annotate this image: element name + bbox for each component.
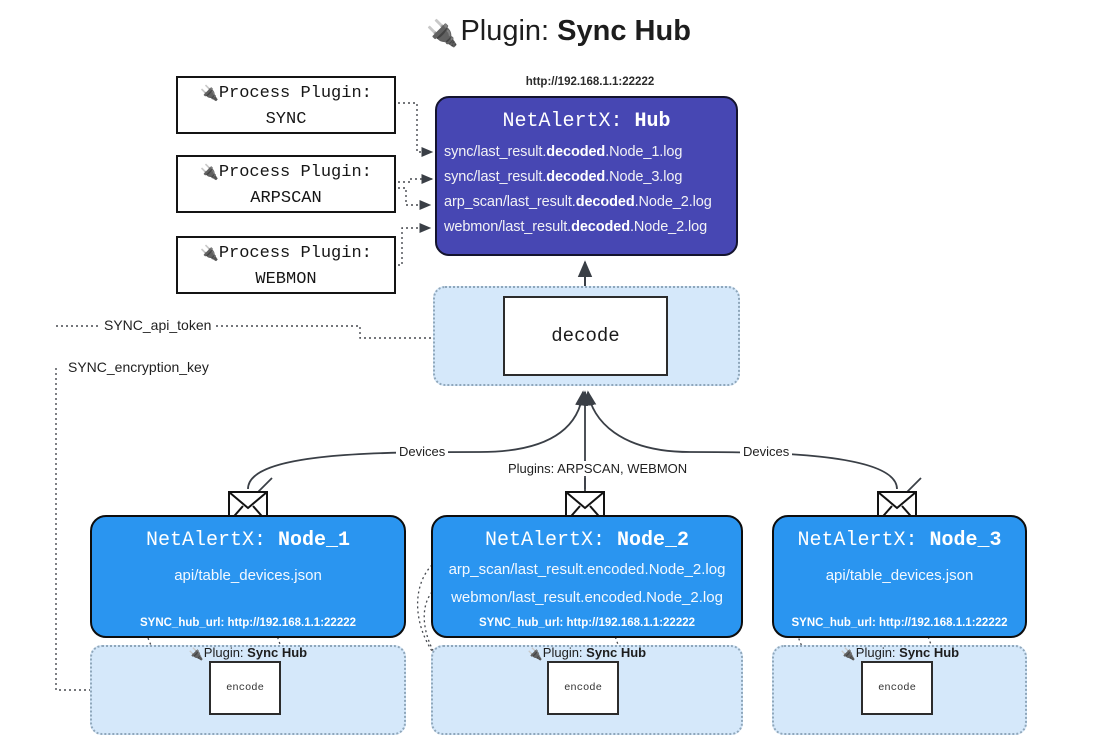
encode-box-node-1[interactable]: encode: [209, 661, 281, 715]
node-file-line: api/table_devices.json: [174, 567, 322, 584]
node-hub-url: SYNC_hub_url: http://192.168.1.1:22222: [139, 617, 357, 629]
hub-file-line: arp_scan/last_result.decoded.Node_2.log: [444, 194, 712, 210]
process-plugin-label: 🔌Process Plugin:: [200, 84, 372, 103]
hub-title: NetAlertX: Hub: [437, 108, 736, 136]
edge-label-plugins-center: Plugins: ARPSCAN, WEBMON: [505, 461, 691, 476]
plug-icon: 🔌: [188, 647, 204, 661]
page-title-label: Plugin:: [460, 15, 550, 47]
encode-plugin-label-node-2: 🔌Plugin: Sync Hub: [527, 645, 647, 661]
hub-box[interactable]: NetAlertX: Hub sync/last_result.decoded.…: [435, 96, 738, 256]
plug-icon: 🔌: [200, 86, 219, 103]
edge-label-devices-right: Devices: [740, 444, 793, 459]
node-file-line: arp_scan/last_result.encoded.Node_2.log: [448, 561, 726, 578]
hub-file-line: webmon/last_result.decoded.Node_2.log: [444, 219, 708, 235]
node-title: NetAlertX: Node_1: [92, 528, 404, 554]
process-plugin-name: WEBMON: [255, 270, 317, 289]
encode-box-node-3[interactable]: encode: [861, 661, 933, 715]
plug-icon: 🔌: [200, 246, 219, 263]
node-file-list: api/table_devices.json: [774, 562, 1025, 590]
node-file-list: arp_scan/last_result.encoded.Node_2.log …: [433, 556, 741, 612]
sync-api-token-label: SYNC_api_token: [100, 317, 216, 333]
node-file-line: webmon/last_result.encoded.Node_2.log: [451, 589, 723, 606]
page-title: 🔌Plugin: Sync Hub: [0, 14, 1117, 50]
hub-title-prefix: NetAlertX:: [502, 110, 623, 133]
node-box-node-3[interactable]: NetAlertX: Node_3 api/table_devices.json…: [772, 515, 1027, 638]
node-title: NetAlertX: Node_2: [433, 528, 741, 554]
plug-icon: 🔌: [527, 647, 543, 661]
node-box-node-2[interactable]: NetAlertX: Node_2 arp_scan/last_result.e…: [431, 515, 743, 638]
node-title-prefix: NetAlertX:: [484, 529, 605, 552]
process-plugin-label: 🔌Process Plugin:: [200, 244, 372, 263]
hub-file-list: sync/last_result.decoded.Node_1.log sync…: [437, 140, 736, 240]
node-file-list: api/table_devices.json: [92, 562, 404, 590]
process-plugin-name: SYNC: [265, 110, 307, 129]
node-title: NetAlertX: Node_3: [774, 528, 1025, 554]
process-plugin-label: 🔌Process Plugin:: [200, 163, 372, 182]
plug-icon: 🔌: [840, 647, 856, 661]
plug-icon: 🔌: [200, 165, 219, 182]
node-title-name: Node_2: [617, 529, 690, 552]
node-title-name: Node_3: [929, 529, 1002, 552]
process-plugin-box-sync[interactable]: 🔌Process Plugin: SYNC: [176, 76, 396, 134]
process-plugin-box-arpscan[interactable]: 🔌Process Plugin: ARPSCAN: [176, 155, 396, 213]
hub-file-line: sync/last_result.decoded.Node_3.log: [444, 169, 683, 185]
hub-title-name: Hub: [634, 110, 671, 133]
sync-encryption-key-label: SYNC_encryption_key: [64, 359, 213, 375]
plug-icon: 🔌: [426, 18, 459, 48]
page-title-value: Sync Hub: [557, 15, 691, 47]
decode-box[interactable]: decode: [503, 296, 668, 376]
node-box-node-1[interactable]: NetAlertX: Node_1 api/table_devices.json…: [90, 515, 406, 638]
process-plugin-name: ARPSCAN: [250, 189, 322, 208]
edge-label-devices-left: Devices: [396, 444, 449, 459]
hub-url: http://192.168.1.1:22222: [525, 76, 655, 88]
node-title-prefix: NetAlertX:: [797, 529, 918, 552]
node-hub-url: SYNC_hub_url: http://192.168.1.1:22222: [478, 617, 696, 629]
node-file-line: api/table_devices.json: [825, 567, 974, 584]
encode-box-node-2[interactable]: encode: [547, 661, 619, 715]
encode-plugin-label-node-1: 🔌Plugin: Sync Hub: [188, 645, 308, 661]
hub-file-line: sync/last_result.decoded.Node_1.log: [444, 144, 683, 160]
node-hub-url: SYNC_hub_url: http://192.168.1.1:22222: [791, 617, 1008, 629]
process-plugin-box-webmon[interactable]: 🔌Process Plugin: WEBMON: [176, 236, 396, 294]
encode-plugin-label-node-3: 🔌Plugin: Sync Hub: [840, 645, 960, 661]
node-title-prefix: NetAlertX:: [145, 529, 266, 552]
node-title-name: Node_1: [278, 529, 351, 552]
